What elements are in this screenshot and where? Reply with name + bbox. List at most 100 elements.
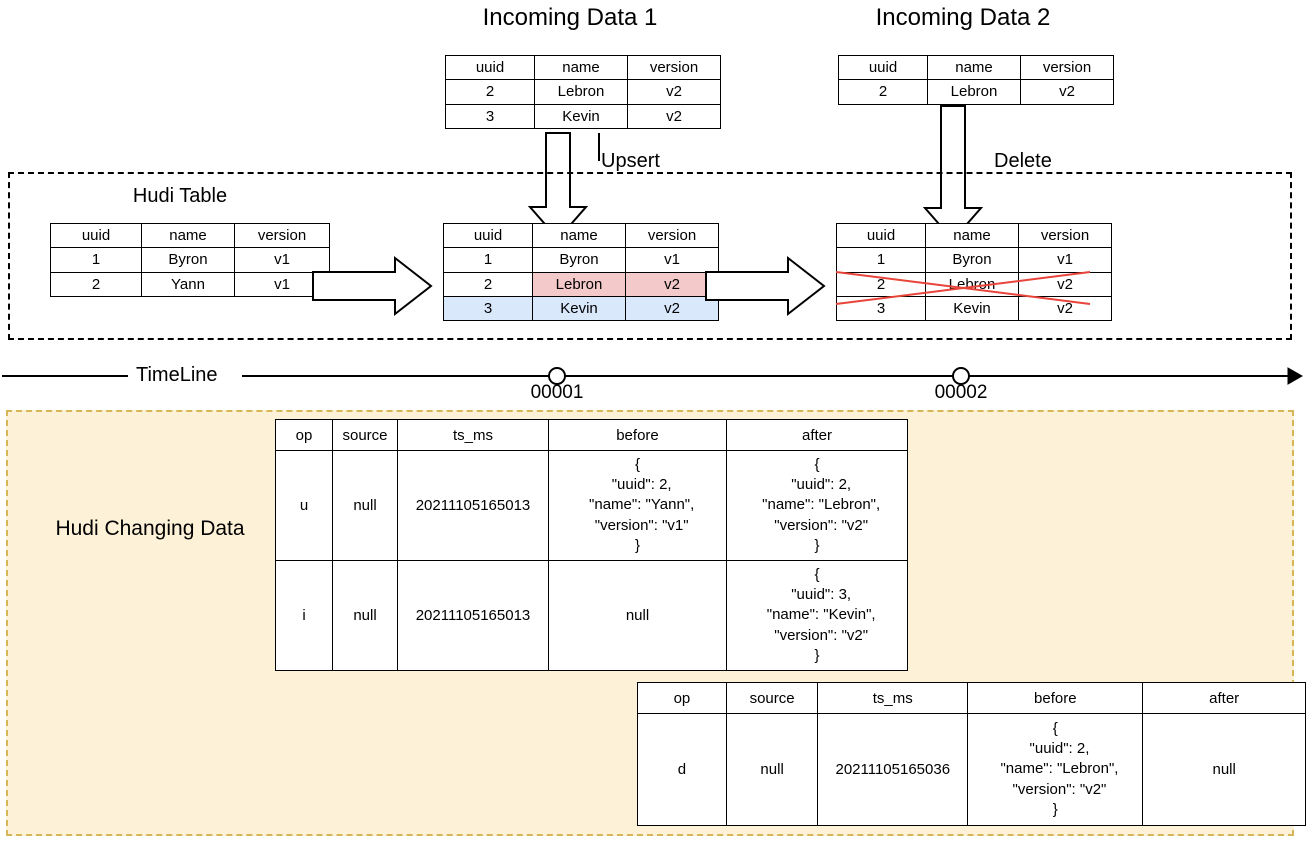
column-header-source: source <box>725 682 819 714</box>
column-header-uuid: uuid <box>445 54 535 81</box>
hudi-table-after-upsert: uuid name version 1 Byron v1 2 Lebron v2… <box>443 222 719 322</box>
changelog-table-commit-2: op source ts_ms before after d null 2021… <box>637 682 1306 826</box>
cell-uuid: 2 <box>443 271 533 297</box>
table-header-row: uuid name version <box>445 54 721 81</box>
column-header-uuid: uuid <box>50 222 142 249</box>
column-header-before: before <box>967 682 1144 714</box>
table-row-inserted: 3 Kevin v2 <box>443 295 719 322</box>
table-row: 3 Kevin v2 <box>445 103 721 129</box>
table-header-row: op source ts_ms before after <box>637 682 1306 714</box>
cell-version: v2 <box>627 79 721 105</box>
table-row-updated: 2 Lebron v2 <box>443 271 719 297</box>
cell-uuid: 2 <box>445 79 535 105</box>
cell-uuid: 2 <box>50 271 142 297</box>
cell-name: Yann <box>141 271 235 297</box>
timeline-marker-00002 <box>952 367 970 385</box>
column-header-op: op <box>275 419 333 451</box>
table-row: 3 Kevin v2 <box>836 295 1112 322</box>
cell-name: Byron <box>141 247 235 273</box>
column-header-version: version <box>234 222 330 249</box>
column-header-name: name <box>534 54 628 81</box>
cell-uuid: 1 <box>836 247 926 273</box>
timeline-marker-label-00001: 00001 <box>530 382 584 403</box>
cell-ts-ms: 20211105165036 <box>817 713 969 826</box>
cell-version: v2 <box>627 103 721 129</box>
column-header-name: name <box>532 222 626 249</box>
cell-uuid: 3 <box>445 103 535 129</box>
column-header-ts-ms: ts_ms <box>817 682 969 714</box>
upsert-label: Upsert <box>601 150 660 172</box>
cell-after: { "uuid": 2, "name": "Lebron", "version"… <box>726 450 908 561</box>
cell-name: Lebron <box>532 271 626 297</box>
incoming-data-2-title: Incoming Data 2 <box>875 4 1051 31</box>
hudi-changing-data-label: Hudi Changing Data <box>55 517 245 540</box>
column-header-version: version <box>1020 54 1114 81</box>
timeline-axis <box>2 367 1304 385</box>
cell-name: Kevin <box>532 295 626 322</box>
table-row: 1 Byron v1 <box>50 247 330 273</box>
table-header-row: uuid name version <box>836 222 1112 249</box>
incoming-data-2-table: uuid name version 2 Lebron v2 <box>838 54 1114 105</box>
cell-ts-ms: 20211105165013 <box>397 560 549 671</box>
column-header-after: after <box>1142 682 1306 714</box>
timeline-label: TimeLine <box>136 364 218 386</box>
hudi-table-title: Hudi Table <box>132 185 228 207</box>
cell-uuid: 2 <box>836 271 926 297</box>
cell-version: v1 <box>1018 247 1112 273</box>
cell-name: Lebron <box>534 79 628 105</box>
column-header-version: version <box>625 222 719 249</box>
cell-after: null <box>1142 713 1306 826</box>
cell-version: v2 <box>1020 79 1114 105</box>
cell-name: Kevin <box>534 103 628 129</box>
cell-ts-ms: 20211105165013 <box>397 450 549 561</box>
cell-version: v2 <box>1018 295 1112 322</box>
hudi-table-container <box>8 172 1292 340</box>
table-row: 2 Lebron v2 <box>838 79 1114 105</box>
cell-name: Kevin <box>925 295 1019 322</box>
cell-op: d <box>637 713 727 826</box>
cell-version: v2 <box>625 295 719 322</box>
column-header-uuid: uuid <box>836 222 926 249</box>
column-header-op: op <box>637 682 727 714</box>
cell-after: { "uuid": 3, "name": "Kevin", "version":… <box>726 560 908 671</box>
column-header-uuid: uuid <box>838 54 928 81</box>
column-header-name: name <box>927 54 1021 81</box>
cell-version: v2 <box>625 271 719 297</box>
table-header-row: uuid name version <box>838 54 1114 81</box>
table-header-row: uuid name version <box>443 222 719 249</box>
cell-uuid: 3 <box>443 295 533 322</box>
cell-source: null <box>332 560 398 671</box>
cell-uuid: 1 <box>443 247 533 273</box>
changelog-table-commit-1: op source ts_ms before after u null 2021… <box>275 419 908 671</box>
upsert-label-leader <box>598 133 600 161</box>
cell-uuid: 1 <box>50 247 142 273</box>
transition-arrow-1 <box>312 255 433 317</box>
table-header-row: uuid name version <box>50 222 330 249</box>
delete-strikethrough-cross-icon <box>835 271 1091 305</box>
column-header-before: before <box>548 419 727 451</box>
cell-name: Byron <box>925 247 1019 273</box>
cell-uuid: 2 <box>838 79 928 105</box>
column-header-name: name <box>141 222 235 249</box>
hudi-table-initial: uuid name version 1 Byron v1 2 Yann v1 <box>50 222 330 297</box>
table-row: 2 Yann v1 <box>50 271 330 297</box>
changelog-row-delete: d null 20211105165036 { "uuid": 2, "name… <box>637 713 1306 826</box>
incoming-data-1-title: Incoming Data 1 <box>482 4 658 31</box>
table-header-row: op source ts_ms before after <box>275 419 908 451</box>
cell-uuid: 3 <box>836 295 926 322</box>
table-row: 1 Byron v1 <box>836 247 1112 273</box>
changelog-row-insert: i null 20211105165013 null { "uuid": 3, … <box>275 560 908 671</box>
transition-arrow-2 <box>705 255 826 317</box>
incoming-data-1-table: uuid name version 2 Lebron v2 3 Kevin v2 <box>445 54 721 129</box>
changelog-row-update: u null 20211105165013 { "uuid": 2, "name… <box>275 450 908 561</box>
timeline-marker-00001 <box>548 367 566 385</box>
column-header-name: name <box>925 222 1019 249</box>
table-row: 1 Byron v1 <box>443 247 719 273</box>
table-row: 2 Lebron v2 <box>445 79 721 105</box>
column-header-after: after <box>726 419 908 451</box>
timeline-marker-label-00002: 00002 <box>934 382 988 403</box>
column-header-source: source <box>332 419 398 451</box>
cell-before: null <box>548 560 727 671</box>
column-header-ts-ms: ts_ms <box>397 419 549 451</box>
column-header-version: version <box>1018 222 1112 249</box>
